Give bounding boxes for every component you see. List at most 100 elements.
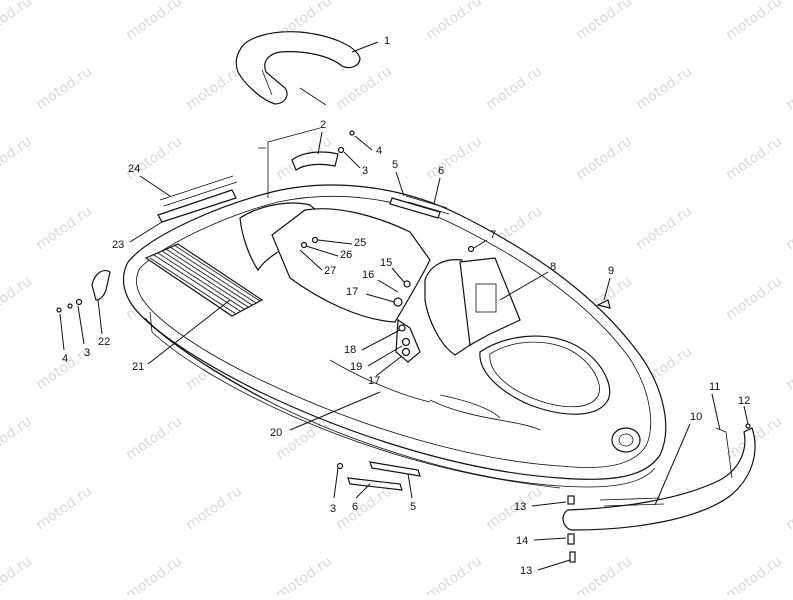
- leader-line-c16: [377, 279, 399, 293]
- watermark-text: motod.ru: [783, 483, 793, 533]
- callout-label-c19: 19: [350, 361, 362, 373]
- callout-label-c8: 8: [550, 261, 556, 273]
- leader-line-c22: [97, 299, 103, 335]
- leader-line-c9: [603, 277, 611, 301]
- watermark-text: motod.ru: [0, 0, 35, 43]
- leader-line-c21: [147, 299, 231, 365]
- callout-label-c2: 2: [320, 119, 326, 131]
- watermark-text: motod.ru: [123, 133, 185, 183]
- callout-label-c1: 1: [384, 35, 390, 47]
- leader-line-c12: [743, 405, 749, 425]
- watermark-text: motod.ru: [783, 203, 793, 253]
- leader-line-c3a: [343, 151, 361, 169]
- strip-6-bottom: [347, 477, 403, 491]
- watermark-text: motod.ru: [0, 273, 35, 323]
- guide-lines: [258, 87, 327, 198]
- watermark-text: motod.ru: [333, 63, 395, 113]
- leader-line-c14: [533, 537, 567, 541]
- watermark-text: motod.ru: [573, 553, 635, 595]
- leader-line-c5b: [407, 473, 413, 499]
- leader-line-c17b: [375, 355, 403, 377]
- callout-label-c27: 27: [324, 265, 336, 277]
- watermark-text: motod.ru: [573, 133, 635, 183]
- callout-label-c5b: 5: [410, 501, 416, 513]
- watermark-text: motod.ru: [33, 63, 95, 113]
- leader-line-c4a: [354, 135, 373, 151]
- pad-2: [291, 151, 339, 171]
- watermark-text: motod.ru: [783, 343, 793, 393]
- watermark-text: motod.ru: [423, 133, 485, 183]
- watermark-text: motod.ru: [423, 553, 485, 595]
- callout-label-c16: 16: [362, 269, 374, 281]
- watermark-text: motod.ru: [723, 273, 785, 323]
- callout-label-c3a: 3: [362, 165, 368, 177]
- callout-label-c4a: 4: [376, 145, 382, 157]
- callout-label-c24: 24: [128, 163, 140, 175]
- callout-label-c13a: 13: [514, 501, 526, 513]
- callout-label-c17b: 17: [368, 375, 380, 387]
- leader-line-c1: [351, 41, 379, 53]
- watermark-text: motod.ru: [0, 413, 35, 463]
- watermark-text: motod.ru: [723, 133, 785, 183]
- decal-stripes: [149, 244, 261, 315]
- watermark-text: motod.ru: [123, 0, 185, 43]
- leader-line-c4c: [59, 313, 65, 351]
- callout-label-c7: 7: [490, 229, 496, 241]
- callout-label-c10: 10: [690, 411, 702, 423]
- callout-label-c23: 23: [112, 239, 124, 251]
- watermark-text: motod.ru: [123, 413, 185, 463]
- leader-line-c2: [317, 131, 323, 155]
- hull-body: [122, 184, 667, 489]
- callout-label-c26: 26: [340, 249, 352, 261]
- watermark-text: motod.ru: [123, 553, 185, 595]
- leader-line-c17a: [365, 293, 395, 303]
- callout-label-c13b: 13: [520, 565, 532, 577]
- watermark-text: motod.ru: [483, 63, 545, 113]
- callout-label-c20: 20: [270, 427, 282, 439]
- fasteners: [56, 130, 751, 563]
- callout-label-c12: 12: [738, 395, 750, 407]
- callout-label-c21: 21: [132, 361, 144, 373]
- watermark-text: motod.ru: [183, 63, 245, 113]
- front-bumper: [562, 427, 756, 531]
- callout-label-c14: 14: [516, 535, 528, 547]
- leader-line-c27: [299, 249, 323, 271]
- callout-label-c11: 11: [709, 381, 720, 393]
- strip-5-bottom: [369, 461, 421, 477]
- watermark-text: motod.ru: [183, 483, 245, 533]
- watermark-text: motod.ru: [33, 203, 95, 253]
- watermark-text: motod.ru: [573, 0, 635, 43]
- leader-line-c23: [129, 221, 163, 243]
- leader-line-c7: [473, 239, 488, 249]
- grab-handle: [235, 31, 361, 105]
- callout-label-c6b: 6: [352, 501, 358, 513]
- callout-label-c22: 22: [98, 336, 110, 348]
- leader-line-c6a: [433, 177, 441, 205]
- leader-line-c25: [317, 239, 353, 245]
- leader-line-c18: [361, 329, 401, 351]
- watermark-text: motod.ru: [33, 483, 95, 533]
- leader-line-c13a: [531, 501, 567, 507]
- callout-label-c5a: 5: [392, 159, 398, 171]
- watermark-text: motod.ru: [423, 0, 485, 43]
- watermark-text: motod.ru: [0, 553, 35, 595]
- watermark-text: motod.ru: [723, 553, 785, 595]
- watermark-text: motod.ru: [333, 483, 395, 533]
- callout-label-c18: 18: [344, 344, 356, 356]
- leader-line-c3b: [333, 467, 339, 499]
- leader-line-c20: [289, 391, 381, 431]
- side-bumper: [91, 269, 111, 301]
- watermark-text: motod.ru: [633, 203, 695, 253]
- leader-line-c19: [367, 345, 403, 367]
- callout-label-c15: 15: [380, 257, 392, 269]
- leader-line-c6b: [355, 483, 371, 499]
- watermark-text: motod.ru: [273, 553, 335, 595]
- callout-label-c4c: 4: [62, 353, 68, 365]
- callout-label-c9: 9: [608, 265, 614, 277]
- leader-line-c26: [305, 245, 339, 257]
- leader-line-c15: [391, 267, 405, 283]
- callout-label-c3c: 3: [84, 347, 90, 359]
